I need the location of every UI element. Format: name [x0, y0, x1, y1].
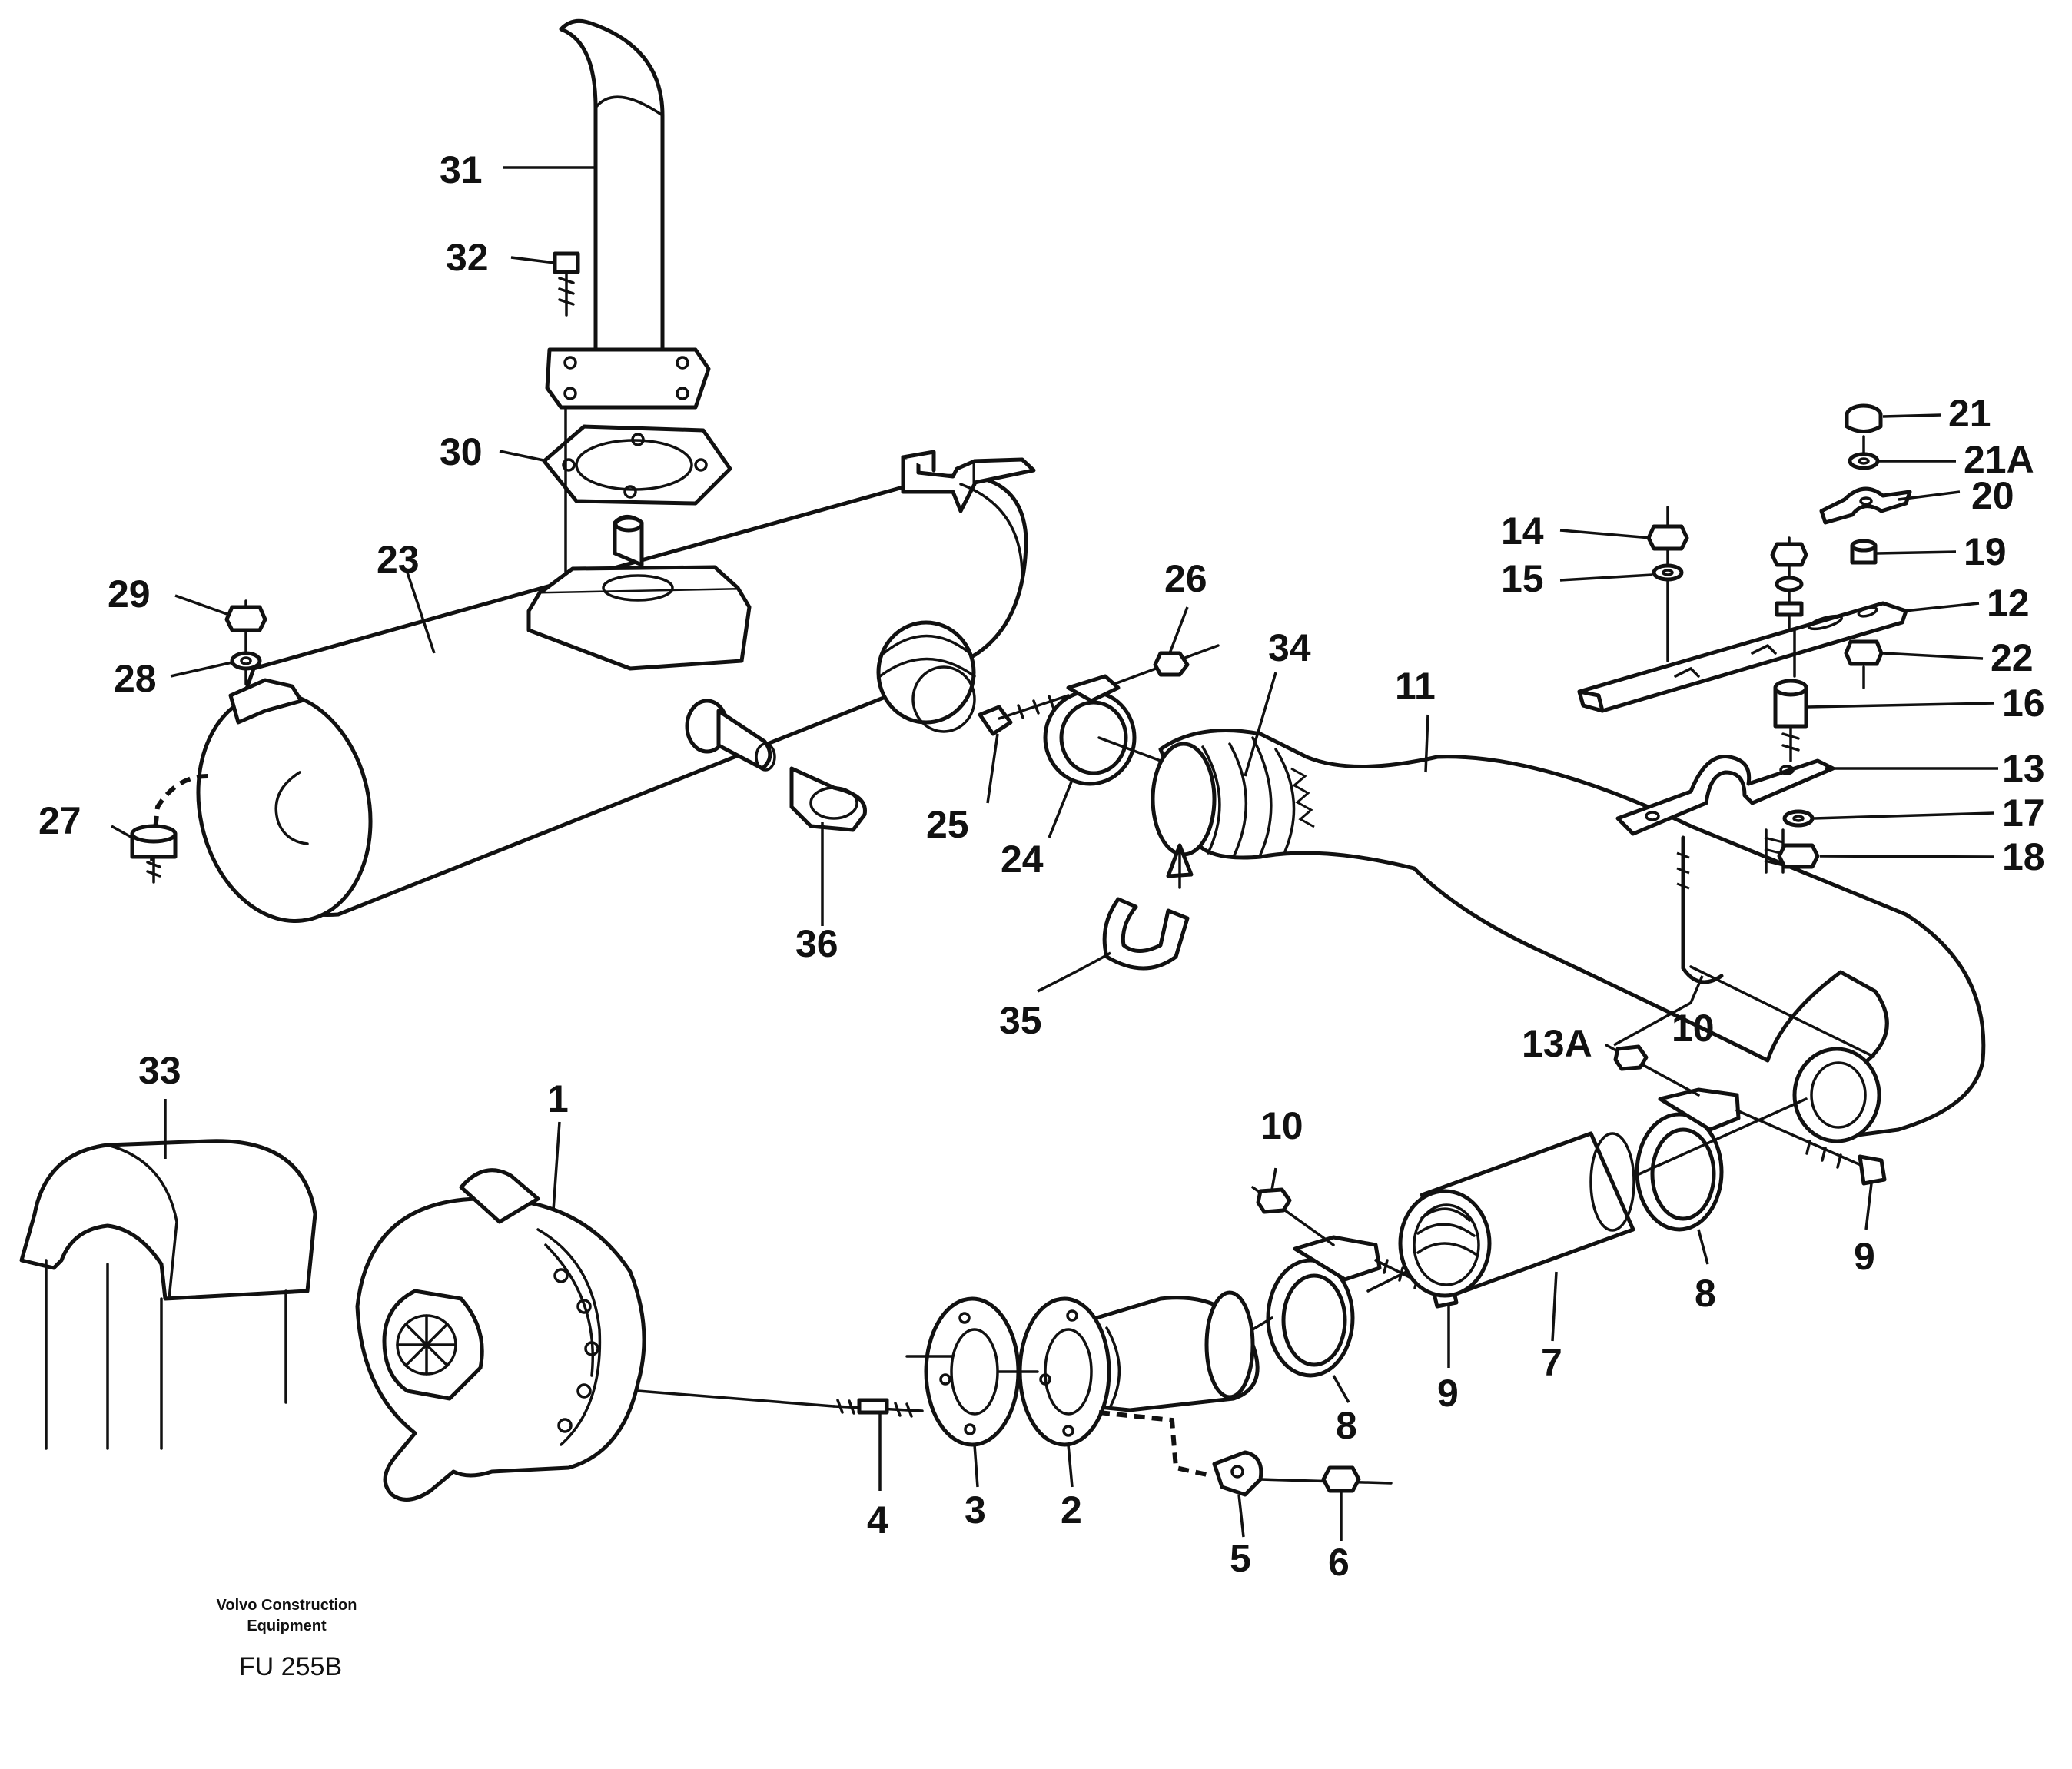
muffler-inlet-bellows	[876, 620, 976, 733]
clamp-nut-26	[1113, 644, 1220, 685]
muffler-outlet-stub	[685, 699, 776, 772]
manufacturer-credit: Volvo Construction Equipment FU 255B	[217, 1597, 357, 1681]
nut-18	[1777, 843, 1820, 869]
bracket-washer-15	[1652, 563, 1684, 582]
callout-9-upper: 9	[1854, 1235, 1875, 1278]
callout-21A: 21A	[1964, 438, 2034, 481]
callout-15: 15	[1501, 557, 1544, 600]
clamp-nut-10-upper	[1605, 1044, 1700, 1097]
callout-13A: 13A	[1522, 1022, 1592, 1065]
callout-3: 3	[965, 1489, 986, 1532]
clamp-nut-10-lower	[1251, 1186, 1335, 1246]
flange-nut-6	[1259, 1465, 1393, 1493]
bracket-nut-small	[1770, 542, 1808, 617]
heat-shield	[19, 1139, 317, 1450]
callout-1: 1	[547, 1077, 569, 1120]
flexible-tube	[1398, 1131, 1635, 1298]
washer-21A	[1848, 452, 1880, 470]
credit-line-1: Volvo Construction	[217, 1597, 357, 1614]
muffler	[196, 450, 1036, 923]
callout-20: 20	[1971, 474, 2014, 517]
stud	[832, 1398, 924, 1418]
flanged-elbow-pipe	[1018, 1290, 1260, 1447]
u-bolt-13A	[1676, 828, 1785, 984]
callout-17: 17	[2002, 792, 2045, 835]
callout-35: 35	[999, 999, 1042, 1042]
callout-34: 34	[1268, 626, 1311, 669]
callout-25: 25	[926, 803, 969, 846]
lock-plate	[1212, 1450, 1263, 1497]
support-bracket-12	[1577, 506, 1908, 713]
flange-gasket	[542, 424, 732, 506]
callout-2: 2	[1061, 1489, 1082, 1532]
callout-30: 30	[440, 430, 483, 473]
exhaust-stack-pipe	[545, 18, 711, 410]
callout-10-upper: 10	[1672, 1007, 1715, 1050]
bracket-nut-14	[1646, 524, 1689, 551]
callout-16: 16	[2002, 682, 2045, 725]
leader-lines	[111, 166, 1998, 1541]
exhaust-pipe-11	[1151, 729, 1986, 1143]
callout-14: 14	[1501, 509, 1544, 553]
clamp-8-upper	[1635, 1087, 1741, 1232]
rubber-mount-16	[1773, 629, 1808, 762]
clamp-8-lower	[1266, 1235, 1382, 1378]
callout-18: 18	[2002, 835, 2045, 878]
callout-10-lower: 10	[1260, 1104, 1303, 1147]
callout-11: 11	[1395, 665, 1436, 708]
callout-4: 4	[867, 1499, 888, 1542]
callout-5: 5	[1230, 1537, 1251, 1580]
clamp-24	[1043, 674, 1137, 786]
pipe-cap	[789, 766, 867, 832]
callout-36: 36	[795, 922, 838, 965]
callout-26: 26	[1164, 557, 1207, 600]
clamp-bolt-25	[978, 694, 1070, 736]
left-mount-nut	[224, 599, 267, 685]
callout-28: 28	[114, 657, 157, 700]
callout-24: 24	[1001, 838, 1044, 881]
callout-32: 32	[446, 236, 489, 279]
bolt-21	[1845, 403, 1883, 455]
drawing-number: FU 255B	[239, 1652, 342, 1681]
callout-13: 13	[2002, 747, 2045, 790]
left-mount-washer	[230, 651, 262, 671]
callout-22: 22	[1991, 636, 2034, 679]
turbocharger	[355, 1168, 646, 1502]
callout-8-lower: 8	[1336, 1404, 1357, 1447]
credit-line-2: Equipment	[247, 1618, 327, 1635]
callout-19: 19	[1964, 530, 2007, 573]
callout-31: 31	[440, 148, 483, 191]
callout-23: 23	[377, 538, 420, 581]
clamp-bolt-9-upper	[1735, 1109, 1887, 1186]
gasket-3	[924, 1296, 1021, 1447]
callout-12: 12	[1987, 582, 2030, 625]
callout-7: 7	[1541, 1341, 1562, 1384]
callout-21: 21	[1948, 392, 1991, 435]
callout-labels: 31 32 30 29 23 28 27 36 25 24 26 34 11 3…	[38, 148, 2045, 1584]
callout-8-upper: 8	[1695, 1272, 1716, 1315]
callout-9-lower: 9	[1437, 1372, 1459, 1415]
nut-22	[1844, 639, 1884, 689]
washer-17	[1782, 809, 1815, 828]
clamp-strap-20	[1819, 486, 1912, 525]
stack-bolt	[553, 251, 580, 317]
callout-6: 6	[1328, 1541, 1350, 1584]
pipe-clip	[1102, 843, 1194, 971]
callout-33: 33	[138, 1049, 181, 1092]
callout-27: 27	[38, 799, 81, 842]
callout-29: 29	[108, 573, 151, 616]
spacer-19	[1850, 539, 1878, 565]
left-rubber-mount	[130, 774, 208, 884]
